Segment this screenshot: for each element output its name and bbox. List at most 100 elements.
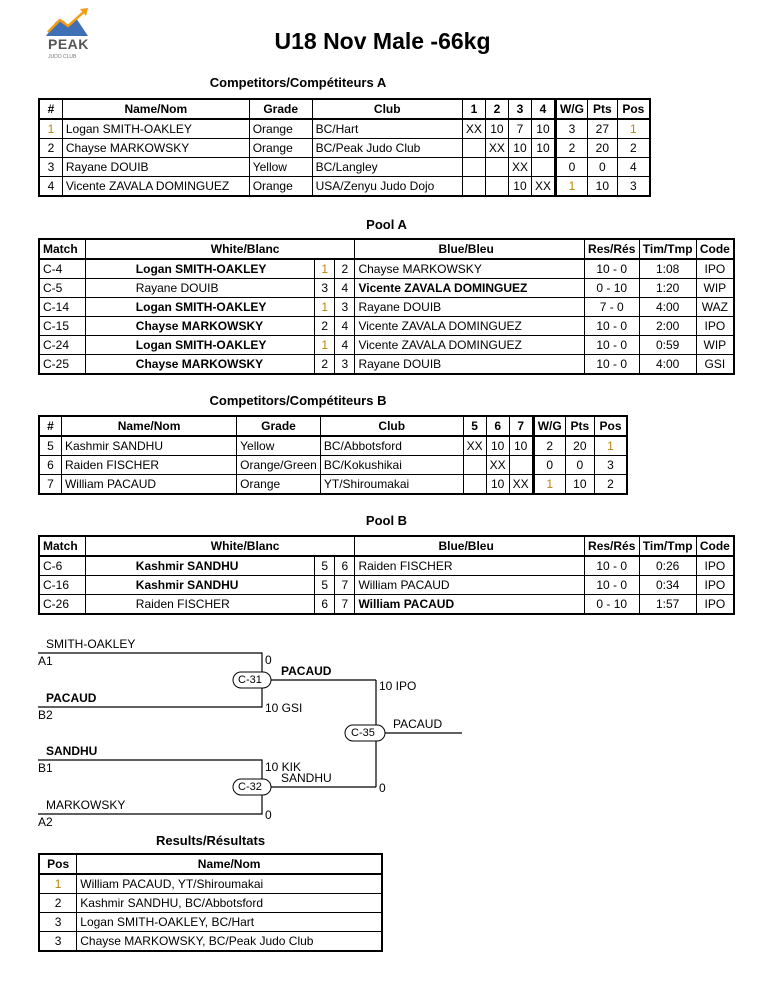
match-result: 10 - 0 [583, 354, 640, 375]
position: 2 [594, 474, 628, 495]
competitor-grade: Orange [248, 138, 313, 158]
table-header-row: # Name/Nom Grade Club 1 2 3 4 W/G Pts Po… [38, 98, 651, 120]
round-score: XX [530, 176, 556, 197]
competitor-name: Kashmir SANDHU [60, 435, 238, 456]
bracket-sf1-top-name: SMITH-OAKLEY [46, 637, 136, 651]
col-header: Pts [564, 415, 596, 437]
round-score: 10 [485, 435, 510, 456]
win-code: WAZ [695, 297, 735, 317]
bracket-final-match: C-35 [351, 727, 375, 739]
points: 10 [586, 176, 618, 197]
white-competitor: Chayse MARKOWSKY [84, 316, 316, 336]
white-number: 3 [314, 278, 336, 298]
col-header: Name/Nom [60, 415, 238, 437]
match-result: 10 - 0 [583, 575, 640, 595]
competitor-club: USA/Zenyu Judo Dojo [311, 176, 463, 197]
match-result: 10 - 0 [583, 316, 640, 336]
match-result: 10 - 0 [583, 258, 640, 279]
round-score: 10 [507, 138, 532, 158]
pool-a-heading: Pool A [366, 217, 407, 232]
competitor-name: Raiden FISCHER [60, 455, 238, 475]
col-header: 2 [484, 98, 509, 120]
result-name: Logan SMITH-OAKLEY, BC/Hart [76, 912, 383, 932]
match-id: C-24 [38, 335, 86, 355]
round-score: XX [462, 435, 487, 456]
col-header: Match [38, 238, 86, 260]
wins-count: 1 [553, 176, 588, 197]
blue-competitor: Vicente ZAVALA DOMINGUEZ [354, 278, 585, 298]
bracket-sf2-top-name: SANDHU [46, 744, 98, 758]
col-header: W/G [553, 98, 588, 120]
position: 1 [594, 435, 628, 456]
col-header: 7 [508, 415, 534, 437]
blue-number: 4 [334, 335, 356, 355]
col-header: 5 [462, 415, 487, 437]
blue-competitor: William PACAUD [354, 575, 585, 595]
white-competitor: Logan SMITH-OAKLEY [84, 297, 316, 317]
col-header: Club [311, 98, 463, 120]
blue-number: 2 [334, 258, 356, 279]
round-score [461, 138, 486, 158]
win-code: IPO [695, 258, 735, 279]
round-score [530, 157, 556, 177]
blue-competitor: Chayse MARKOWSKY [354, 258, 585, 279]
bracket-sf2-top-seed: B1 [38, 761, 53, 775]
blue-number: 7 [334, 575, 356, 595]
round-score: XX [485, 455, 510, 475]
competitors-a-table: # Name/Nom Grade Club 1 2 3 4 W/G Pts Po… [38, 98, 651, 197]
col-header: Blue/Bleu [354, 535, 585, 557]
match-time: 1:57 [638, 594, 697, 615]
bracket-sf1-bot-score: 10 GSI [265, 701, 303, 715]
position: 3 [616, 176, 651, 197]
bracket-sf1-match: C-31 [238, 674, 262, 686]
competitor-name: Logan SMITH-OAKLEY [61, 118, 250, 139]
col-header: 3 [507, 98, 532, 120]
white-number: 1 [314, 335, 336, 355]
match-time: 1:20 [638, 278, 697, 298]
round-score [461, 157, 486, 177]
match-result: 0 - 10 [583, 278, 640, 298]
result-position: 3 [38, 931, 78, 952]
points: 0 [586, 157, 618, 177]
competitor-grade: Yellow [236, 435, 321, 456]
round-score [508, 455, 534, 475]
bracket-sf1-winner: PACAUD [281, 664, 332, 678]
blue-number: 3 [334, 297, 356, 317]
competitors-a-heading: Competitors/Compétiteurs A [209, 75, 387, 90]
bracket-sf2-top-score: 10 KIK [265, 760, 302, 774]
results-heading: Results/Résultats [155, 833, 266, 848]
white-number: 2 [314, 354, 336, 375]
round-score [462, 474, 487, 495]
competitor-number: 4 [38, 176, 63, 197]
bracket-sf2-match: C-32 [238, 781, 262, 793]
match-id: C-15 [38, 316, 86, 336]
win-code: WIP [695, 335, 735, 355]
match-id: C-26 [38, 594, 86, 615]
points: 0 [564, 455, 596, 475]
blue-competitor: Rayane DOUIB [354, 297, 585, 317]
points: 20 [564, 435, 596, 456]
col-header: Blue/Bleu [354, 238, 585, 260]
match-id: C-4 [38, 258, 86, 279]
col-header: Pos [594, 415, 628, 437]
win-code: GSI [695, 354, 735, 375]
table-header-row: Pos Name/Nom [38, 853, 383, 875]
round-score: XX [484, 138, 509, 158]
pool-a-table: Match White/Blanc Blue/Bleu Res/Rés Tim/… [38, 238, 735, 375]
competitor-club: BC/Langley [311, 157, 463, 177]
competitor-club: BC/Hart [311, 118, 463, 139]
pool-b-heading: Pool B [365, 513, 408, 528]
blue-number: 3 [334, 354, 356, 375]
white-competitor: Kashmir SANDHU [84, 575, 316, 595]
position: 4 [616, 157, 651, 177]
competitor-name: Chayse MARKOWSKY [61, 138, 250, 158]
col-header: 6 [485, 415, 510, 437]
